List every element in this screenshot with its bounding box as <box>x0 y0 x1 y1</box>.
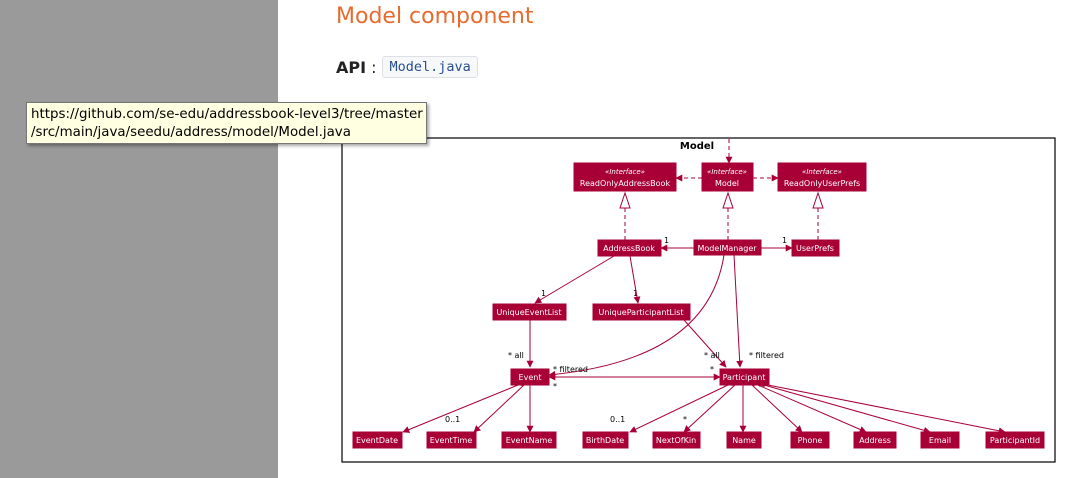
page-title: Model component <box>336 4 534 29</box>
tooltip-line-1: https://github.com/se-edu/addressbook-le… <box>31 107 423 122</box>
svg-text:Event: Event <box>519 373 542 382</box>
svg-text:ReadOnlyAddressBook: ReadOnlyAddressBook <box>580 179 671 188</box>
class-participant-id: ParticipantId <box>985 431 1045 449</box>
svg-text:*: * <box>553 382 557 391</box>
package-name: Model <box>680 141 714 152</box>
svg-text:1: 1 <box>782 236 787 245</box>
svg-text:* filtered: * filtered <box>749 351 784 360</box>
svg-text:*: * <box>710 365 714 374</box>
svg-text:* all: * all <box>508 351 524 360</box>
svg-text:UniqueEventList: UniqueEventList <box>496 308 561 317</box>
edges <box>402 136 1006 435</box>
class-address: Address <box>853 431 897 449</box>
api-line: API : Model.java <box>336 56 478 78</box>
svg-text:*: * <box>683 415 687 424</box>
svg-text:AddressBook: AddressBook <box>603 244 655 253</box>
class-next-of-kin: NextOfKin <box>652 431 701 449</box>
class-address-book: AddressBook <box>597 239 662 257</box>
class-event-time: EventTime <box>426 431 477 449</box>
api-label: API <box>336 57 367 77</box>
multiplicity-labels: 1 1 1 1 * all * filtered * * all * filte… <box>445 236 787 424</box>
tooltip-line-2: /src/main/java/seedu/address/model/Model… <box>31 125 351 140</box>
svg-text:0..1: 0..1 <box>445 415 460 424</box>
svg-text:UniqueParticipantList: UniqueParticipantList <box>598 308 683 317</box>
class-read-only-address-book: «Interface» ReadOnlyAddressBook <box>573 162 677 192</box>
model-class-diagram: Model <box>341 136 1056 463</box>
class-name: Name <box>726 431 762 449</box>
svg-text:UserPrefs: UserPrefs <box>796 244 834 253</box>
svg-text:«Interface»: «Interface» <box>605 168 645 176</box>
realization-arrowheads <box>619 191 824 209</box>
api-colon: : <box>371 57 377 77</box>
svg-text:Model: Model <box>715 179 739 188</box>
svg-text:0..1: 0..1 <box>610 415 625 424</box>
svg-text:Participant: Participant <box>723 373 766 382</box>
class-model: «Interface» Model <box>701 162 754 192</box>
class-birth-date: BirthDate <box>582 431 629 449</box>
link-url-tooltip: https://github.com/se-edu/addressbook-le… <box>26 102 427 144</box>
class-participant: Participant <box>719 368 770 386</box>
class-event-date: EventDate <box>352 431 403 449</box>
class-user-prefs: UserPrefs <box>791 239 840 257</box>
svg-text:* filtered: * filtered <box>553 365 588 374</box>
class-event-name: EventName <box>501 431 557 449</box>
svg-text:ParticipantId: ParticipantId <box>990 436 1040 445</box>
svg-text:EventDate: EventDate <box>356 436 398 445</box>
class-phone: Phone <box>790 431 830 449</box>
svg-text:ReadOnlyUserPrefs: ReadOnlyUserPrefs <box>784 179 860 188</box>
class-email: Email <box>920 431 960 449</box>
svg-text:1: 1 <box>541 289 546 298</box>
svg-text:Name: Name <box>732 436 756 445</box>
svg-text:ModelManager: ModelManager <box>697 244 757 253</box>
svg-text:BirthDate: BirthDate <box>586 436 624 445</box>
class-event: Event <box>510 368 550 386</box>
svg-text:Address: Address <box>859 436 891 445</box>
class-read-only-user-prefs: «Interface» ReadOnlyUserPrefs <box>777 162 867 192</box>
svg-text:«Interface»: «Interface» <box>802 168 842 176</box>
svg-text:* all: * all <box>704 351 720 360</box>
svg-text:Email: Email <box>929 436 951 445</box>
model-java-link[interactable]: Model.java <box>382 56 478 78</box>
svg-text:1: 1 <box>633 289 638 298</box>
svg-text:«Interface»: «Interface» <box>707 168 747 176</box>
svg-text:EventTime: EventTime <box>430 436 473 445</box>
class-unique-participant-list: UniqueParticipantList <box>592 303 691 321</box>
svg-text:NextOfKin: NextOfKin <box>656 436 696 445</box>
class-model-manager: ModelManager <box>693 239 762 256</box>
svg-text:1: 1 <box>664 236 669 245</box>
svg-text:Phone: Phone <box>798 436 823 445</box>
left-sidebar <box>0 0 278 478</box>
class-unique-event-list: UniqueEventList <box>492 303 567 321</box>
svg-text:EventName: EventName <box>506 436 553 445</box>
